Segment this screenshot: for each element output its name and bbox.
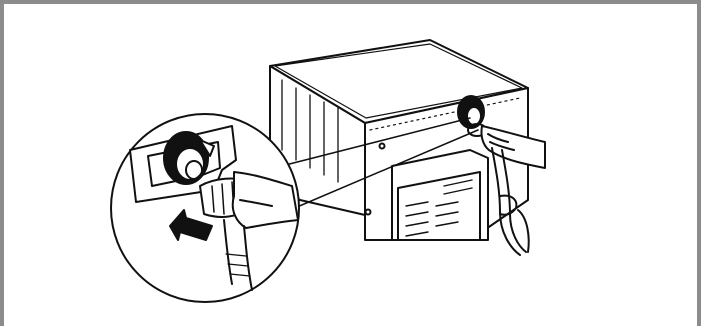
detail-magnifier (111, 114, 299, 302)
